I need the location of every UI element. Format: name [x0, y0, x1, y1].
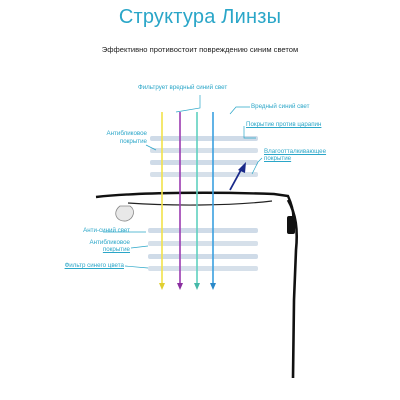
leader-lines — [103, 95, 263, 269]
lens-layer — [148, 254, 258, 259]
leader-filters-harmful-blue — [175, 95, 201, 113]
purple-ray-arrowhead — [177, 283, 183, 290]
hinge — [287, 216, 295, 234]
leader-antireflective-top — [145, 144, 157, 151]
lens-layer — [148, 266, 258, 271]
leader-blue-filter — [124, 265, 149, 269]
lens-layer — [150, 136, 258, 141]
lens-layer — [148, 241, 258, 246]
top-lens-layers — [150, 136, 258, 177]
harmful-arrow-line — [229, 167, 243, 191]
lens-layer — [150, 172, 258, 177]
label-filters-harmful-blue: Фильтрует вредный синий свет — [138, 84, 228, 91]
label-antireflective-bottom-line2: покрытие — [102, 246, 130, 253]
leader-harmful-blue-light — [229, 106, 250, 115]
yellow-ray-arrowhead — [159, 283, 165, 290]
leader-water-repellent — [251, 157, 263, 175]
label-water-repellent-line2: покрытие — [264, 155, 292, 162]
nose-pad — [115, 205, 134, 222]
blue-ray-arrowhead — [210, 283, 216, 290]
label-harmful-blue-light: Вредный синий свет — [251, 103, 310, 110]
lens-layer — [150, 160, 258, 165]
page-subtitle: Эффективно противостоит повреждению сини… — [101, 45, 299, 54]
leader-antireflective-bottom — [130, 245, 149, 249]
lens-layer — [150, 148, 258, 153]
teal-ray-arrowhead — [194, 283, 200, 290]
bottom-lens-layers — [148, 228, 258, 271]
label-antireflective-top-line2: покрытие — [119, 138, 147, 145]
label-blue-filter: Фильтр синего цвета — [64, 262, 124, 269]
harmful-blue-light-arrow — [229, 162, 246, 191]
temple-arm — [286, 199, 299, 379]
frame-lens-bottom — [127, 200, 273, 206]
label-antireflective-bottom-line1: Антибликовое — [89, 239, 130, 246]
label-anti-blue-light: Анти-синий свет — [83, 227, 130, 234]
label-scratch-coating: Покрытие против царапин — [246, 121, 322, 128]
leader-scratch-coating — [243, 126, 256, 139]
harmful-arrow-head — [238, 162, 246, 173]
label-antireflective-top-line1: Антибликовое — [106, 130, 147, 137]
label-water-repellent-line1: Влагоотталкивающее — [264, 148, 327, 155]
lens-layer — [148, 228, 258, 233]
light-rays — [159, 112, 216, 290]
page-title: Структура Линзы — [118, 6, 282, 28]
glasses-frame — [95, 191, 299, 379]
